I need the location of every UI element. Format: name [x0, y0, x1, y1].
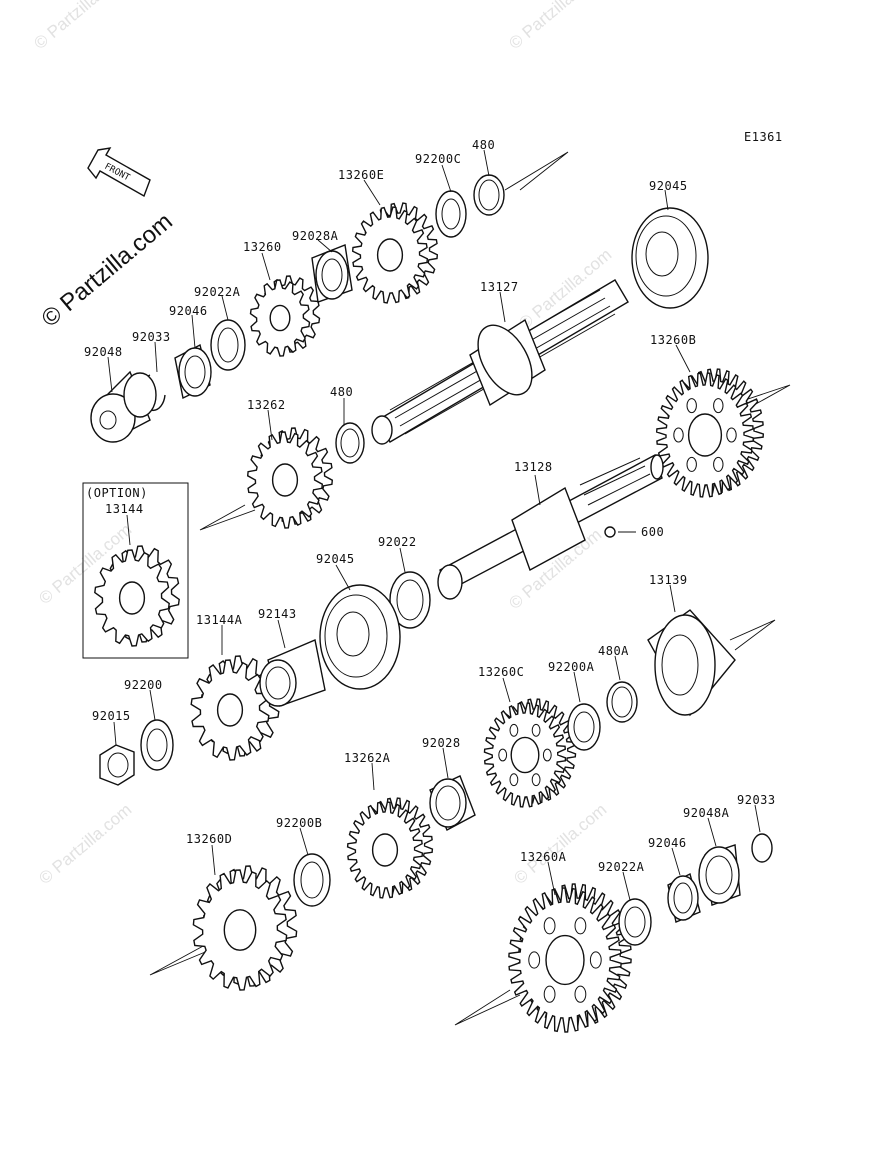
diagram-code: E1361 [744, 130, 783, 144]
label-92046-right: 92046 [648, 836, 687, 850]
partzilla-watermark: © Partzilla.com [37, 208, 178, 333]
collar-92048 [90, 370, 157, 443]
label-480-mid: 480 [330, 385, 353, 399]
option-label: (OPTION) [86, 486, 148, 500]
gear-13260C [483, 698, 577, 808]
label-13128: 13128 [514, 460, 553, 474]
label-92200C: 92200C [415, 152, 461, 166]
watermark: © Partzilla.com [35, 800, 135, 888]
part-labels: 480 92200C 13260E 92045 92028A 13260 920… [84, 138, 776, 874]
sleeve-92143 [259, 639, 326, 707]
gear-13260 [249, 275, 321, 357]
label-13260E: 13260E [338, 168, 384, 182]
washer-92200C [435, 190, 467, 238]
leader-lines [107, 149, 761, 901]
label-13127: 13127 [480, 280, 519, 294]
gear-13262 [246, 427, 334, 529]
label-92015: 92015 [92, 709, 131, 723]
label-92200B: 92200B [276, 816, 322, 830]
gear-13260B [655, 368, 765, 498]
label-13144: 13144 [105, 502, 144, 516]
ball-600 [604, 526, 616, 538]
label-480-top: 480 [472, 138, 495, 152]
label-13144A: 13144A [196, 613, 243, 627]
label-92045-mid: 92045 [316, 552, 355, 566]
bearing-92028A [311, 244, 353, 303]
label-92033-left: 92033 [132, 330, 171, 344]
option-box: (OPTION) [82, 482, 189, 659]
bearing-92045-mid [319, 584, 401, 690]
label-92022: 92022 [378, 535, 417, 549]
gear-13260A [508, 883, 632, 1033]
label-92048A: 92048A [683, 806, 730, 820]
axis-lines [149, 151, 791, 1026]
washer-92022 [389, 571, 431, 629]
label-92028: 92028 [422, 736, 461, 750]
label-92048: 92048 [84, 345, 123, 359]
gears [94, 202, 765, 1033]
circlip-480A [606, 681, 638, 723]
label-92033-right: 92033 [737, 793, 776, 807]
label-92028A: 92028A [292, 229, 339, 243]
gear-13262A [346, 797, 434, 899]
label-600: 600 [641, 525, 664, 539]
label-13139: 13139 [649, 573, 688, 587]
bearing-92046-right [667, 872, 701, 923]
label-13260D: 13260D [186, 832, 232, 846]
washer-92200A [567, 703, 601, 751]
front-arrow-icon: FRONT [87, 147, 151, 198]
shaft-13128 [437, 453, 664, 600]
label-92046-left: 92046 [169, 304, 208, 318]
washer-92022A-left [210, 319, 246, 371]
label-92200: 92200 [124, 678, 163, 692]
label-13260: 13260 [243, 240, 282, 254]
sprocket-13144 [94, 545, 180, 647]
sleeve-92028 [429, 775, 476, 831]
circlip-92033-right [751, 833, 773, 863]
circlip-480-top [473, 174, 505, 216]
label-480A: 480A [598, 644, 629, 658]
watermark: © Partzilla.com [510, 800, 610, 888]
bearing-92046-left [174, 343, 212, 400]
label-13260B: 13260B [650, 333, 696, 347]
label-92022A-right: 92022A [598, 860, 645, 874]
gear-13260E [351, 202, 439, 304]
label-92045-top: 92045 [649, 179, 688, 193]
shaft-13127 [371, 279, 629, 445]
label-13260A: 13260A [520, 850, 567, 864]
label-92200A: 92200A [548, 660, 595, 674]
collar-92048A [698, 844, 741, 906]
watermark: © Partzilla.com [505, 0, 605, 53]
watermark: © Partzilla.com [30, 0, 130, 53]
label-13262A: 13262A [344, 751, 391, 765]
washer-92200B [293, 853, 331, 907]
label-13262: 13262 [247, 398, 286, 412]
nut-92015 [99, 744, 135, 786]
washer-92022A-right [618, 898, 652, 946]
label-92143: 92143 [258, 607, 297, 621]
gear-13260D [192, 865, 298, 991]
bearing-92045-top [631, 207, 709, 309]
washer-92200 [140, 719, 174, 771]
label-92022A-left: 92022A [194, 285, 241, 299]
hub-13139 [647, 609, 736, 717]
circlip-480-mid [335, 422, 365, 464]
label-13260C: 13260C [478, 665, 524, 679]
